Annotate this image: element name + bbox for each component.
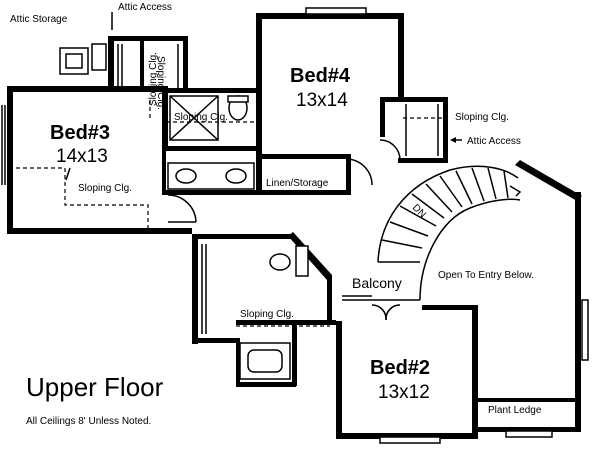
plan-title: Upper Floor: [26, 372, 164, 402]
sloping-clg-label-5: Sloping Clg.: [240, 309, 294, 320]
details: [1, 7, 589, 444]
walls: [7, 13, 582, 439]
room-labels: Attic Storage Attic Access Sloping Clg. …: [10, 2, 542, 427]
attic-access-right-label: Attic Access: [467, 136, 521, 147]
bed2-size: 13x12: [378, 382, 430, 403]
closet-rods: [117, 44, 439, 334]
sloping-clg-label-2: Sloping Clg.: [148, 52, 159, 106]
linen-storage-label: Linen/Storage: [266, 178, 329, 189]
bed2-name: Bed#2: [370, 357, 430, 379]
stair-down-label: DN: [410, 202, 428, 220]
attic-storage-label: Attic Storage: [10, 14, 68, 25]
balcony-label: Balcony: [352, 275, 402, 291]
attic-access-top-label: Attic Access: [118, 2, 172, 13]
plant-ledge-label: Plant Ledge: [488, 405, 542, 416]
bed4-name: Bed#4: [290, 65, 351, 87]
sloping-clg-label-3: Sloping Clg.: [174, 112, 228, 123]
sloping-clg-label-4: Sloping Clg.: [78, 183, 132, 194]
bed3-size: 14x13: [56, 146, 108, 167]
sloping-clg-label-right: Sloping Clg.: [455, 112, 509, 123]
vanity: [167, 162, 255, 190]
bed4-size: 13x14: [296, 90, 348, 111]
open-to-entry-label: Open To Entry Below.: [438, 270, 534, 281]
ceiling-note: All Ceilings 8' Unless Noted.: [26, 416, 151, 427]
curved-stair: [377, 165, 522, 301]
sloping-clg-label-1: Sloping Clg.: [155, 56, 166, 110]
bed3-name: Bed#3: [50, 122, 110, 144]
